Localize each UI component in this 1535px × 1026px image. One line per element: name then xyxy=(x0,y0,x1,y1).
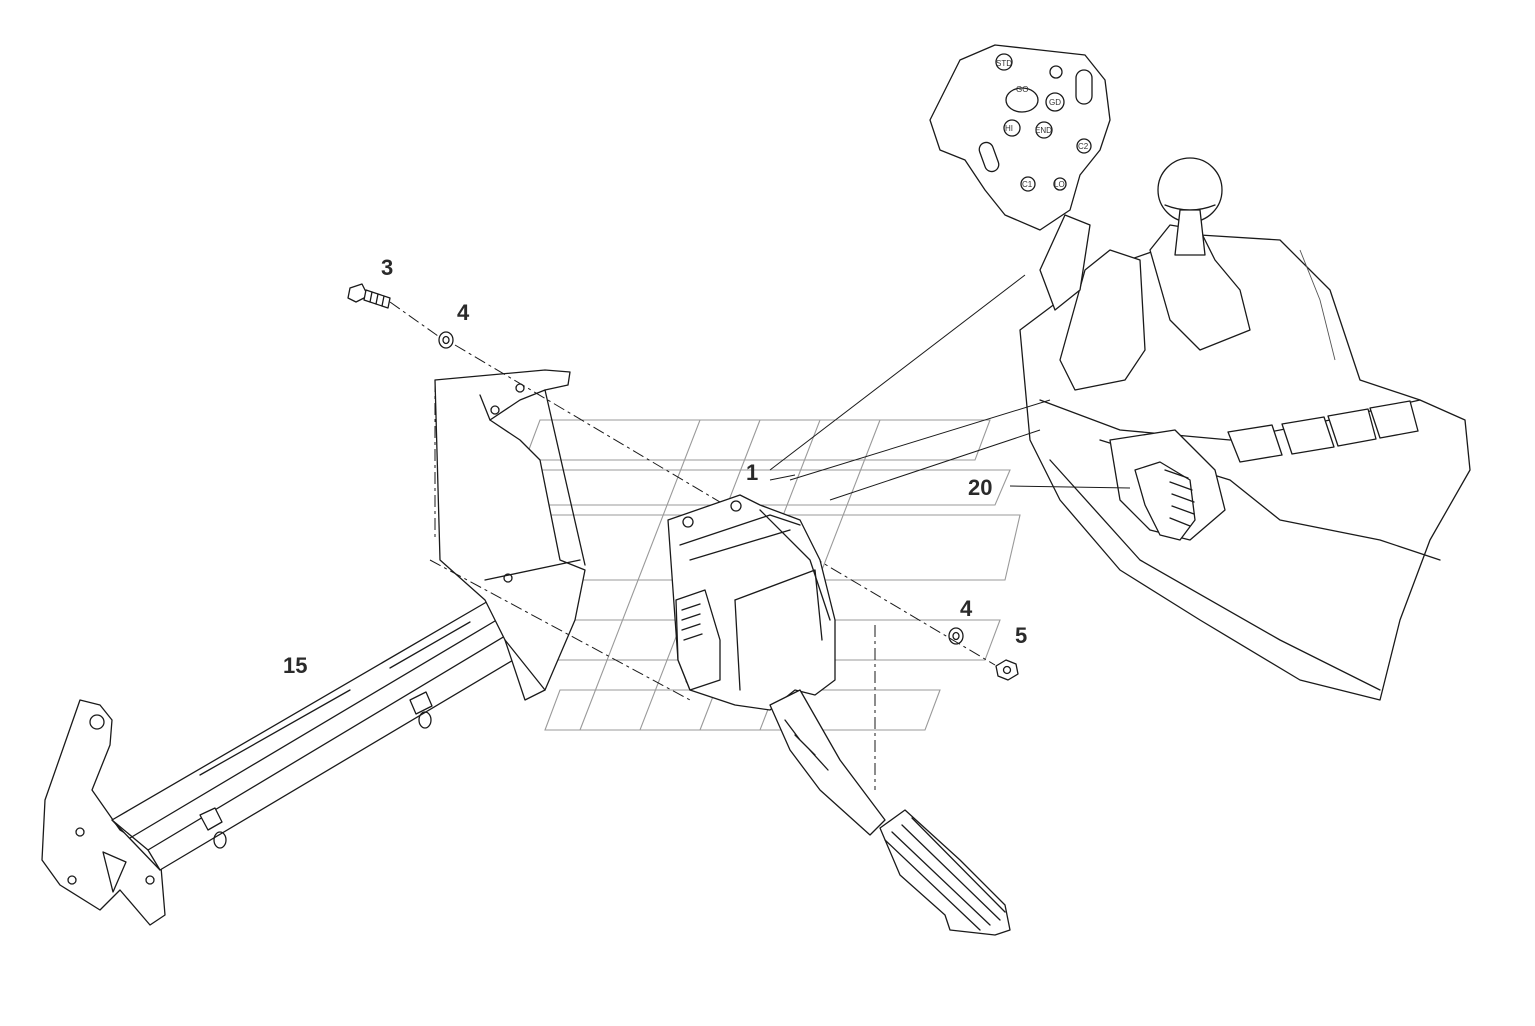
leader-lines xyxy=(769,274,1131,501)
accelerator-pedal-part xyxy=(667,494,1011,936)
callout-15: 15 xyxy=(283,653,307,678)
joystick-button-icon xyxy=(1005,87,1039,113)
washer-icon xyxy=(438,331,454,349)
joystick-button-icon xyxy=(995,53,1013,71)
joystick-grip xyxy=(929,44,1111,231)
callout-5: 5 xyxy=(1015,623,1027,648)
callout-20: 20 xyxy=(968,475,992,500)
joystick-rocker-icon xyxy=(1075,69,1093,105)
button-label-c1: C1 xyxy=(1022,180,1033,189)
nut-icon xyxy=(995,659,1019,681)
thumbwheel-icon xyxy=(1134,461,1196,541)
button-label-std: STD xyxy=(996,59,1012,68)
joystick-button-icon xyxy=(1020,176,1036,192)
joystick-button-icon xyxy=(1053,177,1067,191)
callout-1: 1 xyxy=(746,460,758,485)
callout-4-lower: 4 xyxy=(960,596,973,621)
joystick-button-icon xyxy=(1035,121,1053,139)
joystick-button-icon xyxy=(1076,138,1092,154)
button-label-hi: HI xyxy=(1005,124,1013,133)
armrest-buttons xyxy=(1227,400,1419,463)
support-bracket-part xyxy=(41,369,586,926)
callout-3: 3 xyxy=(381,255,393,280)
fasteners xyxy=(347,283,1019,681)
button-label-go: GO xyxy=(1016,85,1028,94)
bolt-head-icon xyxy=(347,283,369,303)
button-label-lo: LO xyxy=(1054,180,1065,189)
joystick-control-part: STD GO GD END C1 C2 HI LO xyxy=(929,44,1471,701)
callout-labels: 1 3 4 4 5 15 20 xyxy=(283,255,1027,678)
button-label-c2: C2 xyxy=(1078,142,1089,151)
button-label-gd: GD xyxy=(1049,98,1061,107)
joystick-button-icon xyxy=(1049,65,1063,79)
joystick-rocker-icon xyxy=(978,141,1000,173)
alignment-lines xyxy=(389,301,996,790)
callout-4-upper: 4 xyxy=(457,300,470,325)
joystick-button-icon xyxy=(1003,119,1021,137)
button-label-end: END xyxy=(1035,126,1052,135)
joystick-button-icon xyxy=(1045,92,1065,112)
